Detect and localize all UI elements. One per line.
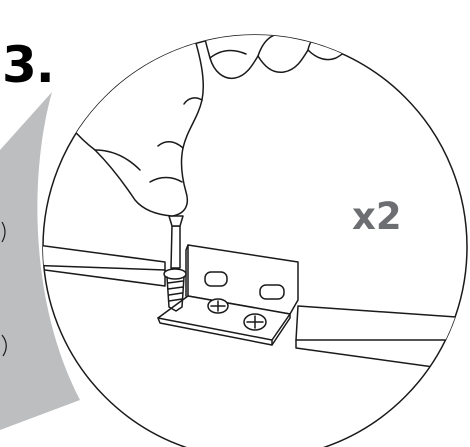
quantity-label: x2 [352,197,402,237]
step-number: 3. [2,40,54,90]
